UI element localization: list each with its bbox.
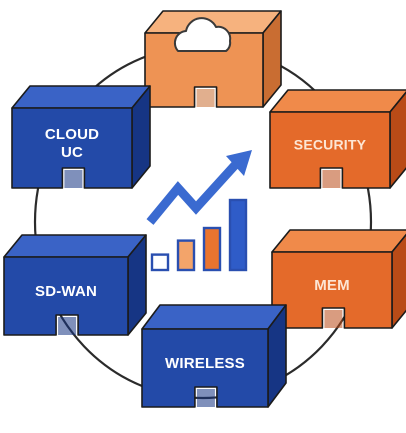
block-label: SECURITY — [294, 137, 367, 153]
block-notch — [58, 317, 77, 335]
growth-bar — [176, 239, 196, 272]
growth-bar — [150, 253, 170, 272]
block-notch — [324, 310, 343, 328]
block-front-face — [271, 251, 393, 329]
growth-bar — [228, 198, 248, 272]
growth-bar — [202, 226, 222, 272]
block-label: UC — [61, 144, 83, 161]
block-label: SD-WAN — [35, 283, 97, 300]
block-front-face — [141, 328, 269, 408]
block-label: CLOUD — [45, 126, 99, 143]
block-top-face — [3, 234, 147, 258]
block-label: MEM — [314, 277, 350, 294]
block-security: SECURITY — [269, 89, 406, 189]
block-top-face — [11, 85, 151, 109]
growth-chart-icon — [146, 150, 252, 272]
block-cloud — [144, 10, 282, 108]
block-front-face — [11, 107, 133, 189]
block-notch — [196, 389, 215, 407]
cloud-icon — [173, 17, 232, 52]
block-top-face — [141, 304, 287, 330]
block-front-face — [269, 111, 391, 189]
block-front-face — [144, 32, 264, 108]
block-notch — [196, 89, 215, 107]
block-mem: MEM — [271, 229, 406, 329]
block-sdwan: SD-WAN — [3, 234, 147, 336]
block-wireless: WIRELESS — [141, 304, 287, 408]
block-top-face — [269, 89, 406, 113]
block-notch — [64, 170, 83, 188]
block-top-face — [271, 229, 406, 253]
growth-arrow-line — [146, 160, 240, 225]
block-front-face — [3, 256, 129, 336]
block-notch — [322, 170, 341, 188]
block-label: WIRELESS — [165, 355, 245, 372]
growth-arrow-head — [226, 150, 252, 176]
